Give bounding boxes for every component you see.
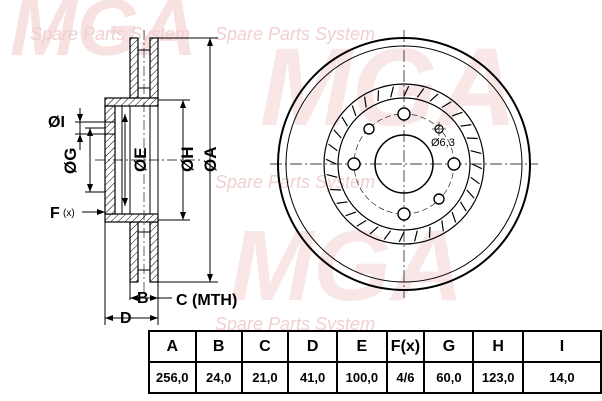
header-i: I	[521, 330, 602, 363]
vent-mark	[466, 189, 475, 199]
header-f: F(x)	[385, 330, 426, 363]
vent-mark	[328, 143, 338, 152]
value-h: 123,0	[472, 361, 524, 394]
label-hole: Ø6,3	[431, 137, 455, 149]
label-dia-g: ØG	[61, 148, 80, 174]
vent-mark	[325, 158, 337, 165]
watermark-tagline-4: Spare Parts System	[215, 314, 375, 334]
vent-mark	[326, 174, 338, 178]
watermark: MGA MGA MGA Spare Parts System Spare Par…	[10, 0, 517, 334]
value-d: 41,0	[287, 361, 339, 394]
vent-mark	[369, 226, 379, 235]
header-h: H	[472, 330, 524, 363]
bolt-holes	[347, 107, 461, 221]
spec-value-row: 256,0 24,0 21,0 41,0 100,0 4/6 60,0 123,…	[148, 361, 602, 394]
vent-mark	[428, 226, 431, 238]
vent-mark	[351, 105, 357, 117]
dimension-lines	[75, 37, 218, 325]
watermark-brand: MGA	[10, 0, 197, 72]
value-a: 256,0	[148, 361, 197, 394]
vent-mark	[403, 85, 410, 97]
front-view	[270, 30, 538, 298]
vent-mark	[333, 129, 342, 139]
watermark-tagline-3: Spare Parts System	[215, 172, 375, 192]
vent-mark	[356, 219, 367, 227]
value-i: 14,0	[521, 361, 602, 394]
bolt-hole-right	[447, 157, 461, 171]
dimension-arrows	[77, 38, 213, 321]
label-f: F	[50, 205, 60, 222]
spec-table: A B C D E F(x) G H I 256,0 24,0 21,0 41,…	[148, 330, 602, 394]
vent-mark	[345, 211, 357, 217]
vent-mark	[470, 176, 480, 185]
label-dia-i: ØI	[48, 114, 65, 131]
value-f: 4/6	[385, 361, 426, 394]
header-a: A	[148, 330, 197, 363]
vent-mark	[377, 90, 380, 102]
value-g: 60,0	[423, 361, 475, 394]
vent-mark	[451, 211, 457, 223]
section-view	[95, 30, 200, 292]
vent-mark	[471, 163, 483, 170]
vent-mark	[441, 220, 444, 232]
label-dia-h: ØH	[178, 147, 197, 173]
watermark-tagline-2: Spare Parts System	[215, 24, 375, 44]
bolt-hole-left	[347, 157, 361, 171]
watermark-brand-2: MGA	[260, 26, 517, 149]
vent-mark	[364, 96, 367, 108]
vent-mark	[451, 111, 463, 117]
label-c: C (MTH)	[176, 292, 237, 309]
bolt-hole-br	[433, 193, 445, 205]
header-b: B	[194, 330, 243, 363]
value-b: 24,0	[194, 361, 243, 394]
vent-marks	[325, 85, 483, 243]
label-dia-e: ØE	[131, 147, 150, 172]
header-c: C	[240, 330, 290, 363]
watermark-brand-3: MGA	[230, 210, 463, 322]
value-e: 100,0	[336, 361, 388, 394]
vent-mark	[383, 230, 392, 240]
bolt-hole-tl	[363, 123, 375, 135]
bolt-hole-top	[397, 107, 411, 121]
header-d: D	[287, 330, 339, 363]
vent-mark	[466, 137, 478, 140]
label-d: D	[120, 310, 132, 327]
watermark-tagline: Spare Parts System	[30, 24, 190, 44]
header-g: G	[423, 330, 475, 363]
value-c: 21,0	[240, 361, 290, 394]
label-dia-a: ØA	[201, 147, 220, 173]
vent-mark	[460, 124, 472, 127]
vent-mark	[459, 201, 467, 212]
label-f-note: (x)	[63, 208, 75, 219]
vent-mark	[414, 230, 418, 242]
bolt-hole-bottom	[397, 207, 411, 221]
spec-header-row: A B C D E F(x) G H I	[148, 330, 602, 363]
label-b: B	[137, 290, 149, 307]
vent-mark	[429, 93, 439, 102]
vent-mark	[398, 231, 405, 243]
vent-mark	[336, 201, 348, 204]
header-e: E	[336, 330, 388, 363]
locator-hole	[432, 122, 446, 136]
vent-mark	[470, 150, 482, 154]
vent-mark	[416, 88, 425, 98]
vent-mark	[390, 86, 394, 98]
vent-mark	[341, 116, 349, 127]
vent-mark	[330, 188, 342, 191]
vent-mark	[441, 101, 452, 109]
